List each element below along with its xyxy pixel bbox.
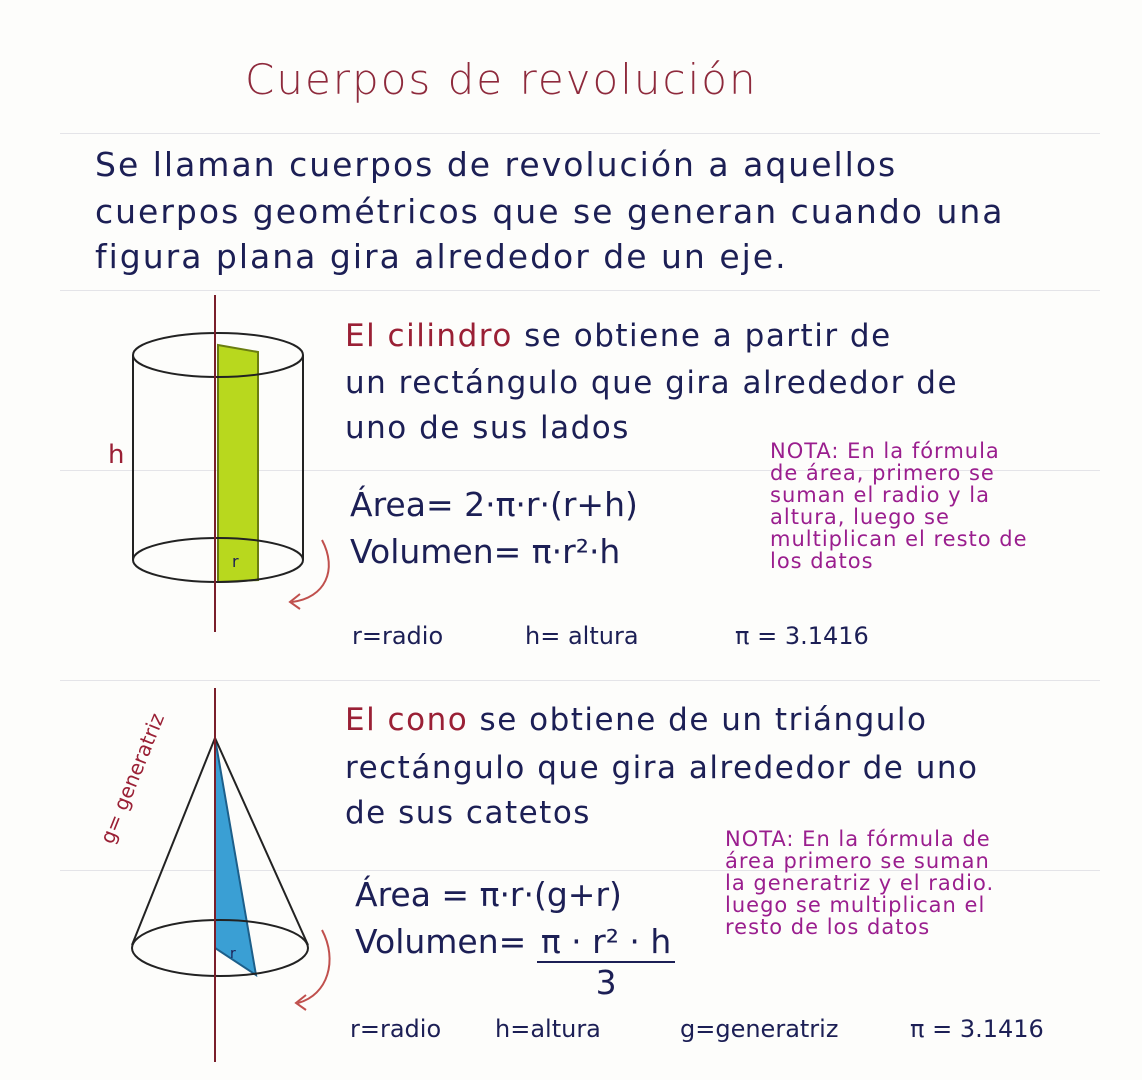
note-line: la generatriz y el radio. — [725, 871, 995, 895]
note-line: multiplican el resto de — [770, 527, 1028, 551]
legend-pi: π = 3.1416 — [910, 1015, 1044, 1043]
note-line: área primero se suman — [725, 849, 990, 873]
cone-description-line: El cono se obtiene de un triángulo — [345, 702, 928, 738]
cone-triangle — [214, 737, 258, 978]
cylinder-description: se obtiene a partir de — [512, 318, 892, 354]
cone-description-line: de sus catetos — [345, 795, 591, 831]
intro-line: Se llaman cuerpos de revolución a aquell… — [95, 145, 898, 184]
page-title: Cuerpos de revolución — [245, 55, 758, 104]
note-line: resto de los datos — [725, 915, 931, 939]
paper-rule — [60, 133, 1100, 134]
volume-label: Volumen= — [355, 922, 527, 961]
cylinder-note: NOTA: En la fórmula de área, primero se … — [770, 440, 1028, 572]
cone-note: NOTA: En la fórmula de área primero se s… — [725, 828, 994, 938]
cone-description: se obtiene de un triángulo — [468, 702, 928, 738]
cylinder-description-line: un rectángulo que gira alrededor de — [345, 365, 959, 401]
paper-rule — [60, 870, 1100, 871]
fraction-denominator: 3 — [595, 963, 617, 1002]
intro-line: figura plana gira alrededor de un eje. — [95, 237, 788, 276]
legend-radius: r=radio — [350, 1015, 442, 1043]
paper-rule — [60, 680, 1100, 681]
paper-rule — [60, 470, 1100, 471]
note-line: los datos — [770, 549, 874, 573]
cylinder-description-line: uno de sus lados — [345, 410, 630, 446]
volume-fraction: π · r² · h 3 — [536, 922, 676, 1002]
rotation-arrow — [291, 539, 330, 603]
cone-name: El cono — [345, 702, 469, 738]
cylinder-radius-label: r — [232, 552, 239, 571]
cone-radius-label: r — [230, 946, 236, 962]
note-line: luego se multiplican el — [725, 893, 986, 917]
intro-line: cuerpos geométricos que se generan cuand… — [95, 192, 1005, 231]
cone-area-formula: Área = π·r·(g+r) — [355, 875, 622, 914]
paper-rule — [60, 290, 1100, 291]
note-line: NOTA: En la fórmula — [770, 439, 1000, 463]
cylinder-name: El cilindro — [345, 318, 513, 354]
cone-base — [131, 919, 309, 977]
cylinder-description-line: El cilindro se obtiene a partir de — [345, 318, 892, 354]
cylinder-volume-formula: Volumen= π·r²·h — [350, 532, 621, 571]
rotation-arrow — [297, 929, 331, 1004]
cylinder-rectangle — [217, 343, 259, 584]
note-line: NOTA: En la fórmula de — [725, 827, 991, 851]
note-line: suman el radio y la — [770, 483, 990, 507]
cone-description-line: rectángulo que gira alrededor de uno — [345, 750, 979, 786]
fraction-numerator: π · r² · h — [536, 922, 676, 963]
legend-height: h= altura — [525, 622, 639, 650]
legend-pi: π = 3.1416 — [735, 622, 869, 650]
cone-volume-formula: Volumen= π · r² · h 3 — [355, 922, 676, 1002]
legend-height: h=altura — [495, 1015, 601, 1043]
cylinder-area-formula: Área= 2·π·r·(r+h) — [350, 485, 638, 524]
cylinder-drawing — [132, 295, 330, 632]
note-line: altura, luego se — [770, 505, 950, 529]
cylinder-base — [132, 537, 304, 583]
note-line: de área, primero se — [770, 461, 995, 485]
cylinder-height-label: h — [108, 440, 125, 470]
legend-radius: r=radio — [352, 622, 444, 650]
legend-generatrix: g=generatriz — [680, 1015, 839, 1043]
cone-drawing — [131, 688, 331, 1062]
